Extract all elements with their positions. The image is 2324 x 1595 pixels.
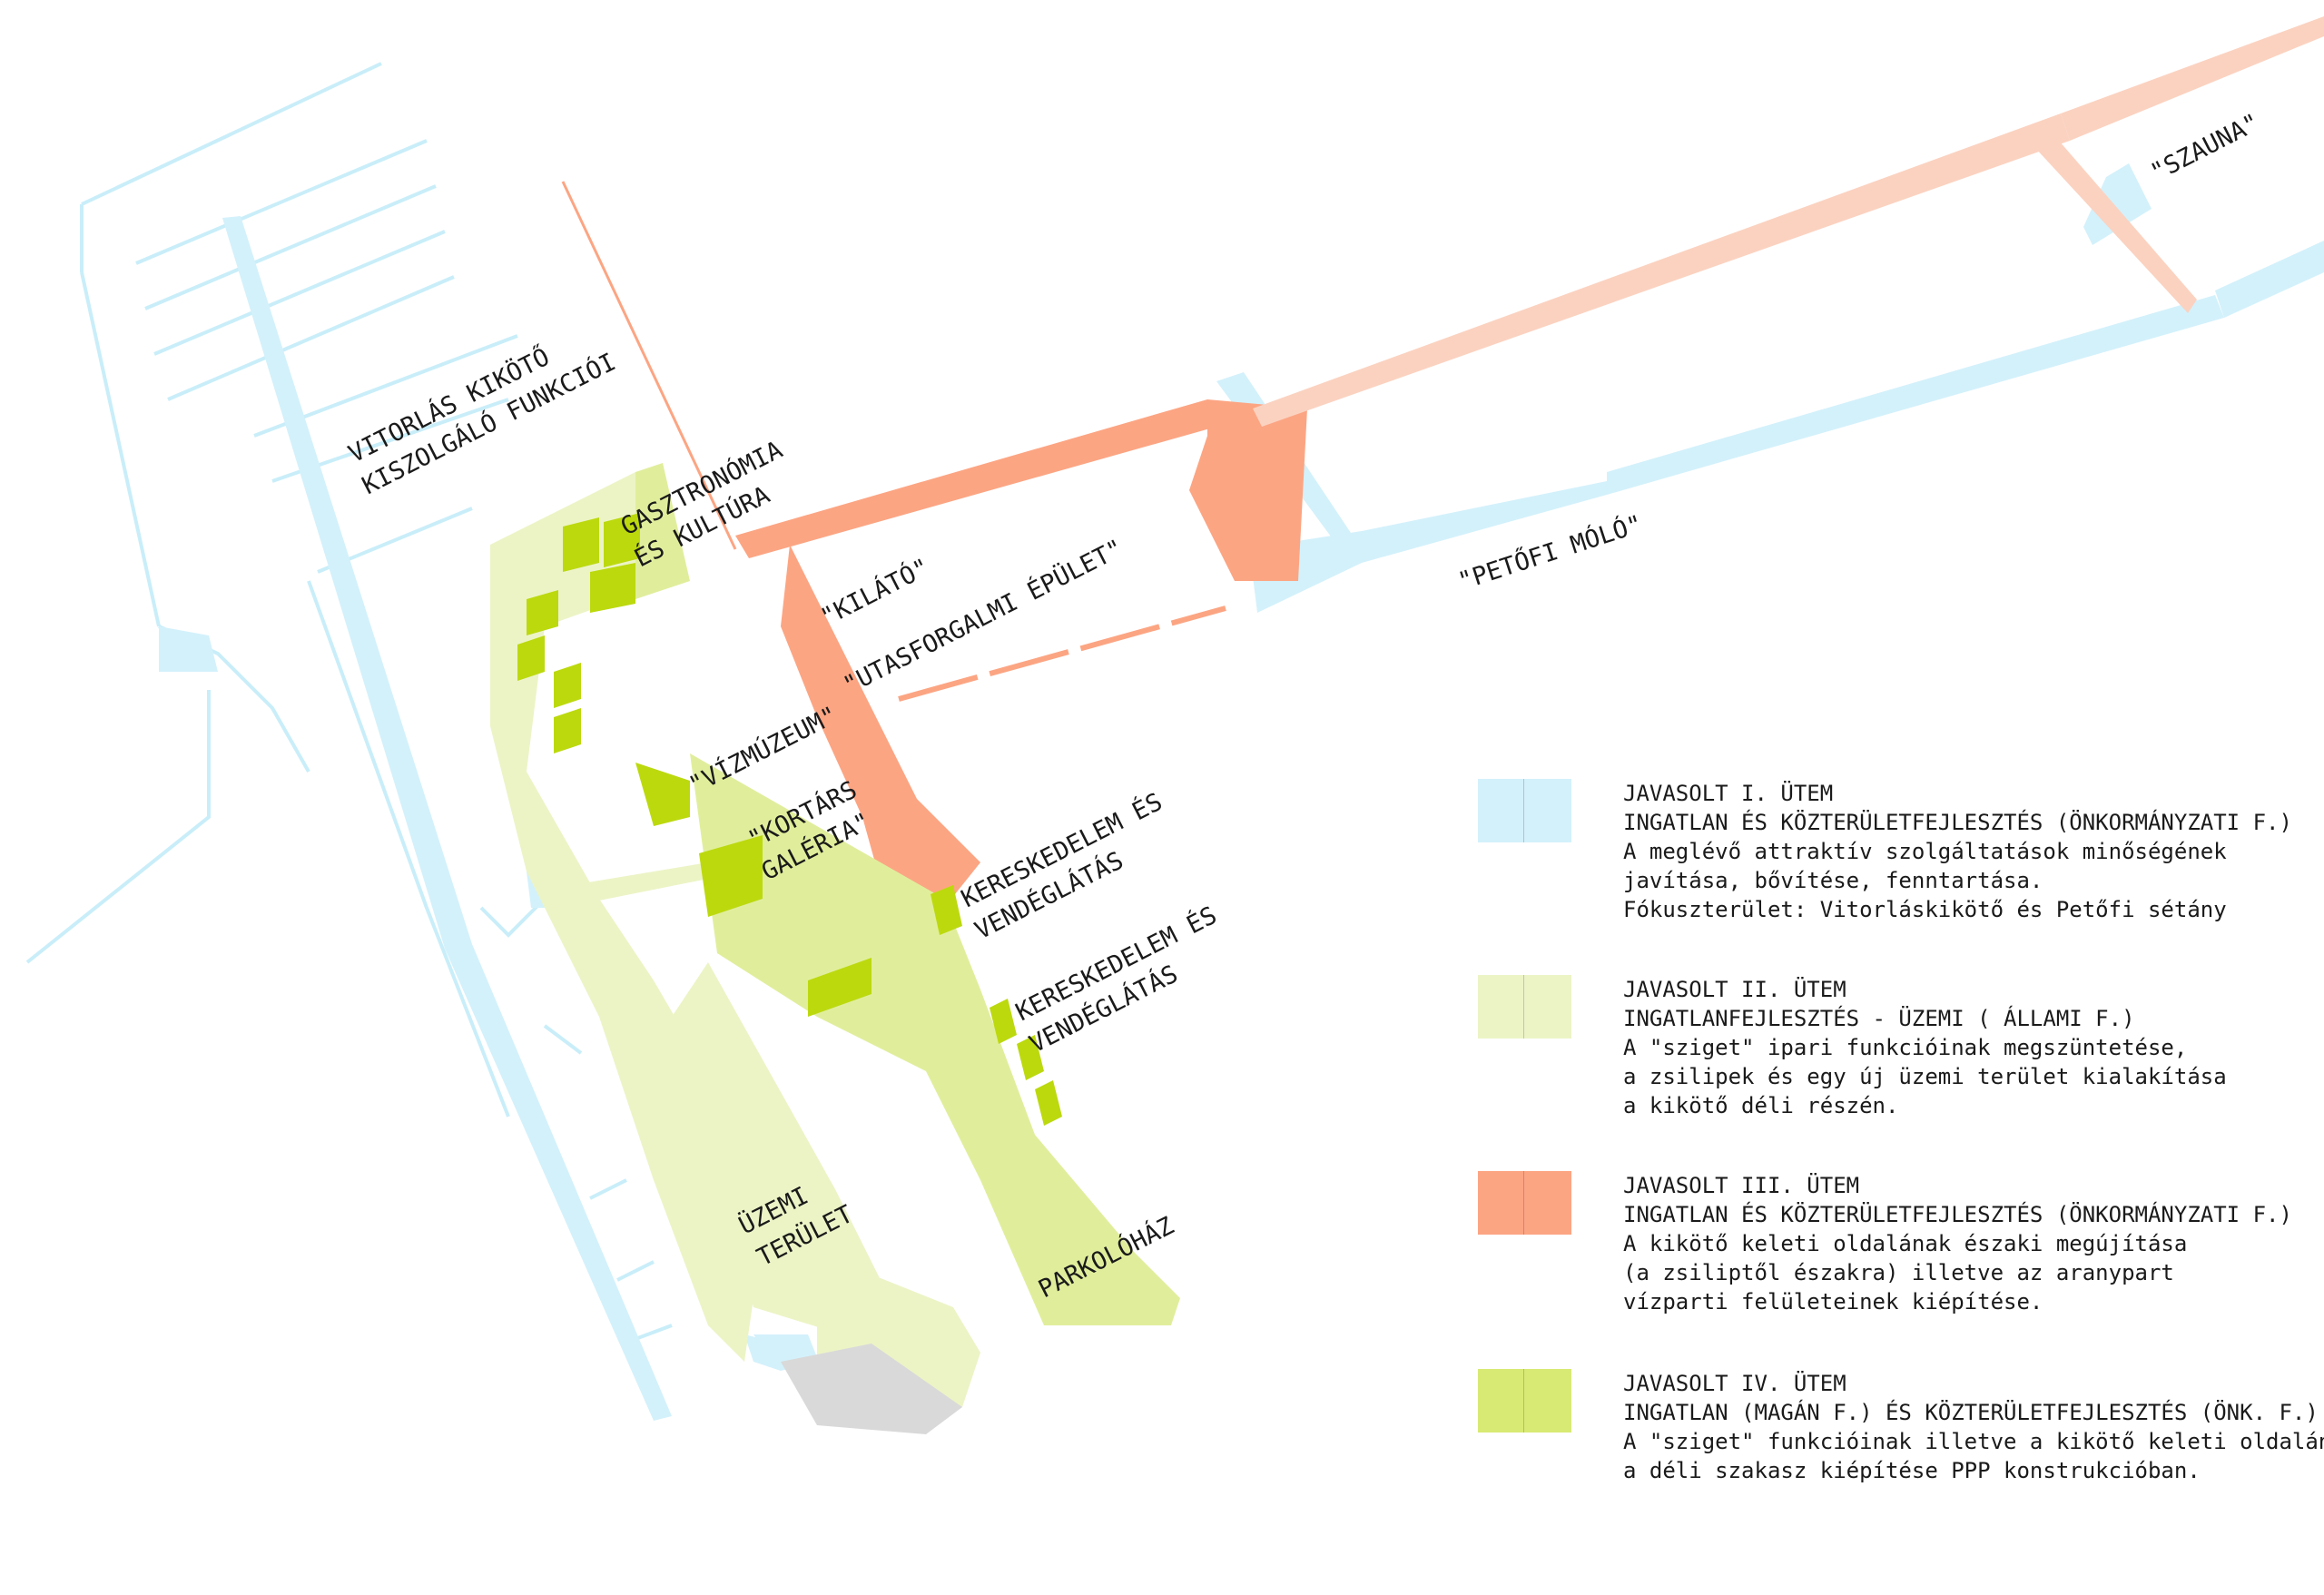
legend-text: JAVASOLT IV. ÜTEM INGATLAN (MAGÁN F.) ÉS… [1623, 1369, 2324, 1485]
petofi-promenade [2215, 241, 2324, 318]
map-labels: VITORLÁS KIKÖTŐ KISZOLGÁLÓ FUNKCIÓI GASZ… [344, 109, 2264, 1305]
keresk-zone [690, 753, 1180, 1325]
legend-line: INGATLAN (MAGÁN F.) ÉS KÖZTERÜLETFEJLESZ… [1623, 1400, 2319, 1425]
pier-line [135, 139, 428, 265]
petofi-mole [1244, 481, 1607, 613]
legend-line: javítása, bővítése, fenntartása. [1623, 868, 2043, 893]
legend-line: Fókuszterület: Vitorláskikötő és Petőfi … [1623, 897, 2227, 922]
phase2-areas [490, 472, 980, 1434]
legend-swatch [1478, 1369, 1571, 1433]
shore-line [25, 690, 211, 964]
label-utasforgalmi: "UTASFORGALMI ÉPÜLET" [839, 534, 1128, 700]
legend-line: a kikötő déli részén. [1623, 1093, 1899, 1118]
legend-line: INGATLAN ÉS KÖZTERÜLETFEJLESZTÉS (ÖNKORM… [1623, 810, 2292, 835]
sziget-island [490, 472, 753, 1362]
legend-line: (a zsiliptől északra) illetve az aranypa… [1623, 1260, 2174, 1285]
pier-line [81, 62, 382, 206]
main-quay [222, 216, 672, 1421]
uzemi-terulet [672, 962, 890, 1344]
legend-line: A "sziget" funkcióinak illetve a kikötő … [1623, 1429, 2324, 1454]
pier-line [543, 1024, 583, 1055]
keresk-building [1035, 1080, 1062, 1126]
phase3-path [561, 181, 737, 550]
kortars-building [699, 835, 763, 917]
kilato-promenade [735, 399, 1216, 558]
keresk-building [990, 999, 1017, 1044]
keresk-building [931, 885, 962, 935]
legend-swatch [1478, 1171, 1571, 1235]
label-szauna: "SZAUNA" [2146, 109, 2264, 188]
legend-line: A meglévő attraktív szolgáltatások minős… [1623, 839, 2227, 864]
legend-text: JAVASOLT I. ÜTEM INGATLAN ÉS KÖZTERÜLETF… [1623, 779, 2313, 924]
bridge [545, 862, 744, 908]
label-kilato: "KILÁTÓ" [816, 553, 934, 633]
gastro-building [590, 563, 635, 613]
vizmuzeum-building [635, 763, 690, 826]
legend-line: vízparti felületeinek kiépítése. [1623, 1289, 2043, 1314]
pier-line [167, 275, 455, 401]
legend-line: INGATLAN ÉS KÖZTERÜLETFEJLESZTÉS (ÖNKORM… [1623, 1202, 2292, 1227]
gastro-building [563, 517, 599, 572]
pier-line [635, 1324, 673, 1341]
utasforgalmi-building [781, 545, 980, 908]
szauna-path [2024, 127, 2197, 313]
legend-line: JAVASOLT II. ÜTEM [1623, 977, 1846, 1002]
quay-line [307, 580, 510, 1117]
legend-text: JAVASOLT II. ÜTEM INGATLANFEJLESZTÉS - Ü… [1623, 975, 2313, 1120]
legend-line: JAVASOLT III. ÜTEM [1623, 1173, 1860, 1198]
legend-line: INGATLANFEJLESZTÉS - ÜZEMI ( ÁLLAMI F.) [1623, 1006, 2135, 1031]
gastro-zone [635, 463, 690, 599]
island-building [517, 635, 545, 681]
legend-swatch [1478, 779, 1571, 842]
legend-line: a zsilipek és egy új üzemi terület kiala… [1623, 1064, 2227, 1089]
keresk-building [1017, 1035, 1044, 1080]
pier-line [616, 1260, 655, 1282]
phase1-areas [25, 62, 673, 1341]
quay-detail [159, 626, 218, 672]
szauna-building [2083, 163, 2152, 245]
legend-line: A "sziget" ipari funkcióinak megszünteté… [1623, 1035, 2188, 1060]
pier-line [144, 184, 437, 310]
pier-line [153, 230, 446, 356]
island-building [554, 663, 581, 708]
legend-line: A kikötő keleti oldalának északi megújít… [1623, 1231, 2188, 1256]
harbour-building-east [1189, 399, 1307, 581]
island-building [554, 708, 581, 753]
gray-parking [781, 1344, 962, 1434]
phase4-areas [517, 463, 1180, 1325]
legend-line: JAVASOLT IV. ÜTEM [1623, 1371, 1846, 1396]
aranypart-promenade [2061, 16, 2324, 141]
legend-swatch [1478, 975, 1571, 1039]
label-vizmuzeum: "VÍZMÚZEUM" [684, 701, 842, 801]
legend-text: JAVASOLT III. ÜTEM INGATLAN ÉS KÖZTERÜLE… [1623, 1171, 2313, 1316]
keresk-building [808, 958, 872, 1017]
island-building [527, 590, 558, 635]
aranypart-promenade [1253, 113, 2070, 427]
phase3-areas [561, 16, 2324, 908]
legend-line: JAVASOLT I. ÜTEM [1623, 781, 1834, 806]
quay-line [479, 897, 547, 938]
phase3-path [898, 606, 1226, 702]
shore-line [80, 271, 161, 627]
pier-line [589, 1178, 627, 1200]
gastro-building [604, 513, 640, 567]
legend-line: a déli szakasz kiépítése PPP konstrukció… [1623, 1458, 2201, 1483]
petofi-promenade [1607, 295, 2224, 495]
